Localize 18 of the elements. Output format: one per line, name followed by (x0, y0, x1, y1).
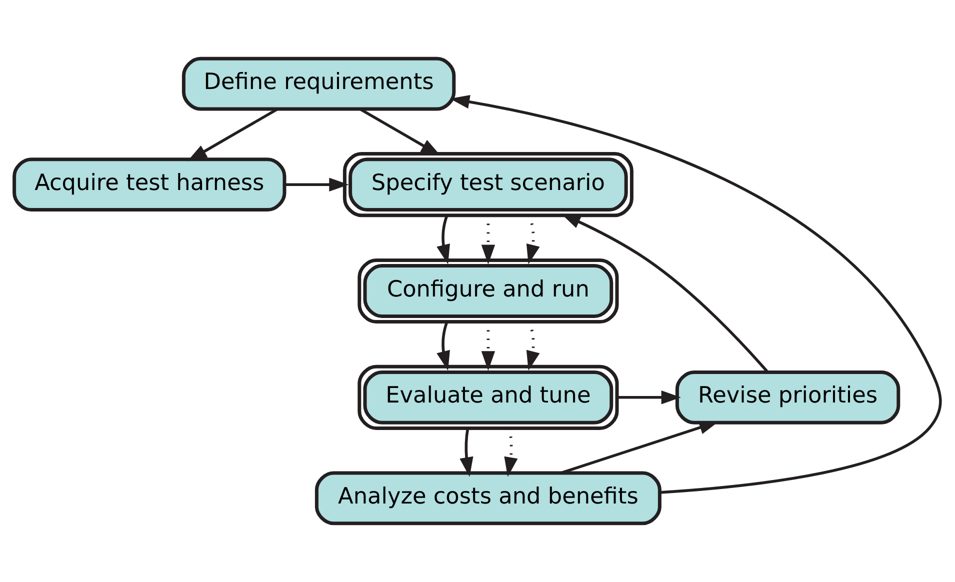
arrow (526, 214, 540, 264)
arrow (360, 108, 441, 156)
arrow (436, 321, 450, 371)
arrow (526, 321, 540, 371)
node-box: Configure and run (358, 258, 619, 324)
node-box: Acquire test harness (12, 158, 286, 212)
node-box: Define requirements (182, 56, 456, 111)
arrow (450, 95, 942, 494)
arrow (460, 428, 474, 477)
arrow (187, 108, 278, 162)
arrow (561, 214, 769, 373)
node-box: Analyze costs and benefits (314, 471, 662, 526)
arrow (436, 214, 450, 264)
node-box: Specify test scenario (342, 152, 634, 218)
arrow (285, 178, 349, 192)
arrow (618, 390, 681, 404)
node-box: Evaluate and tune (358, 364, 619, 430)
node-box: Revise priorities (675, 370, 900, 424)
